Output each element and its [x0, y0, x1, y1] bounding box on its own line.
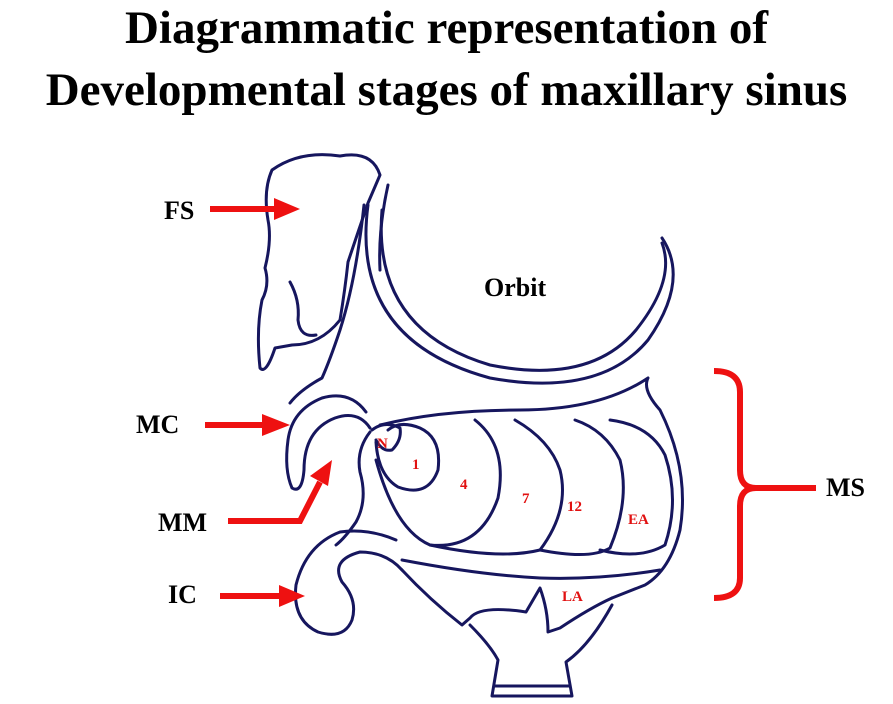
stage-12-arc	[538, 418, 625, 557]
stage-label-la: LA	[562, 589, 583, 605]
frontal-sinus-inner	[288, 280, 318, 337]
stage-7-arc	[428, 418, 564, 556]
mc-label: MC	[136, 410, 179, 439]
ic-arrow	[220, 585, 305, 607]
ic-label: IC	[168, 580, 197, 609]
maxillary-sinus-wall	[378, 376, 684, 600]
lower-recess	[400, 568, 614, 634]
orbit-label: Orbit	[484, 273, 546, 302]
stage-label-ea: EA	[628, 512, 649, 528]
meatus-wall	[334, 430, 372, 547]
diagram-title-line-1: Diagrammatic representation of	[124, 2, 769, 54]
stage-n-arc	[370, 423, 402, 452]
stage-label-7: 7	[522, 491, 530, 507]
ms-label: MS	[826, 473, 865, 502]
mm-arrow	[228, 460, 332, 524]
alveolar-process	[468, 603, 614, 698]
stage-label-n: N	[377, 436, 388, 452]
nasal-wall	[288, 203, 366, 405]
orbit-inner	[379, 208, 668, 372]
stage-ea-arc	[598, 418, 674, 556]
fs-label: FS	[164, 196, 194, 225]
orbit-outer	[364, 203, 675, 385]
mc-arrow	[205, 414, 290, 436]
stage-label-12: 12	[567, 499, 582, 515]
frontal-sinus-outline	[256, 153, 382, 371]
stage-4-arc	[374, 418, 502, 547]
stage-label-1: 1	[412, 457, 420, 473]
stage-1-arc	[374, 423, 441, 492]
mm-label: MM	[158, 508, 207, 537]
fs-arrow	[210, 198, 300, 220]
middle-concha	[285, 394, 372, 491]
sinus-floor	[400, 558, 662, 580]
stage-label-4: 4	[460, 477, 468, 493]
ms-bracket	[713, 368, 757, 601]
inferior-concha	[293, 529, 404, 636]
diagram-title-line-2: Developmental stages of maxillary sinus	[45, 64, 848, 116]
